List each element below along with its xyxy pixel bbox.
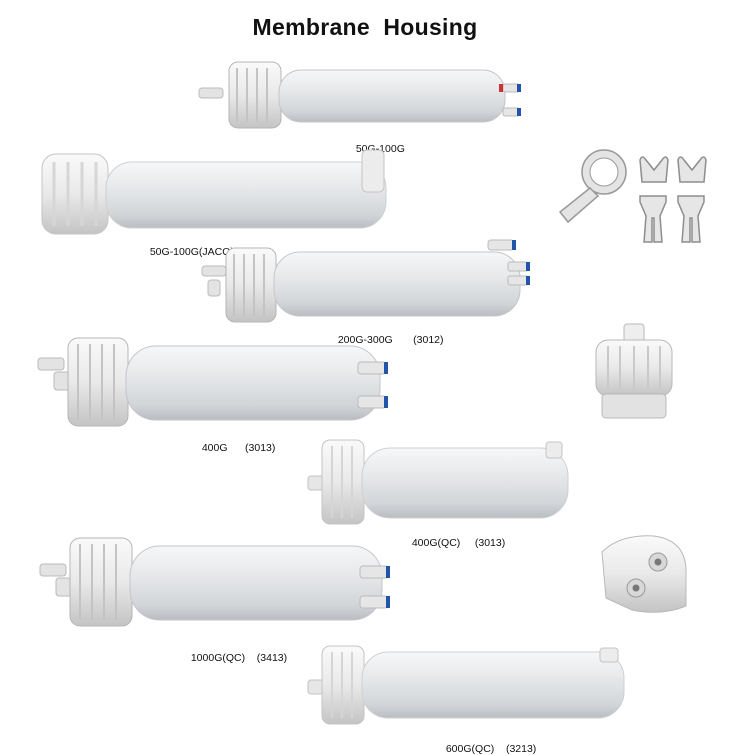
elbow-connector-icon — [601, 535, 687, 613]
end-cap-icon — [595, 323, 673, 419]
wrench-and-clips-icon — [558, 149, 707, 243]
membrane-housing-50g-100g-icon — [198, 61, 521, 129]
product-label-600g-qc: 600G(QC) (3213) — [445, 743, 537, 755]
product-label-1000g-qc: 1000G(QC) (3413) — [190, 652, 288, 664]
product-label-50g-100g-jaco: 50G-100G(JACO) — [149, 246, 234, 258]
membrane-housing-400g-qc-icon — [307, 439, 569, 525]
product-label-200g-300g: 200G-300G (3012) — [337, 334, 444, 346]
membrane-housing-400g-icon — [37, 337, 388, 427]
membrane-housing-200g-300g-icon — [201, 239, 530, 323]
product-label-400g-qc: 400G(QC) (3013) — [411, 537, 506, 549]
membrane-housing-600g-qc-icon — [307, 645, 625, 725]
product-label-400g: 400G (3013) — [201, 442, 276, 454]
page-title: Membrane Housing — [252, 14, 478, 40]
membrane-housing-1000g-qc-icon — [39, 537, 390, 627]
membrane-housing-50g-100g-jaco-icon — [41, 149, 387, 235]
